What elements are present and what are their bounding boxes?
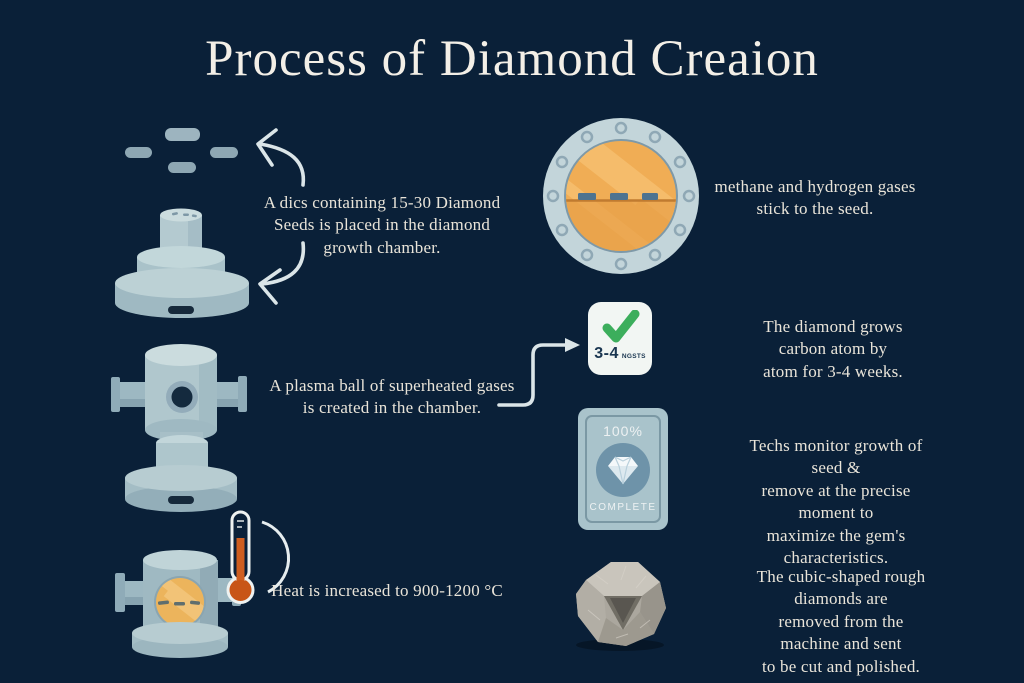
- caption-step7: The cubic-shaped rough diamonds are remo…: [756, 567, 926, 676]
- weeks-check-card: 3-4 NGSTS: [588, 302, 652, 375]
- caption-step1: A dics containing 15-30 Diamond Seeds is…: [263, 193, 501, 257]
- check-card-text: 3-4 NGSTS: [594, 345, 646, 363]
- caption-step2: methane and hydrogen gases stick to the …: [714, 177, 916, 219]
- curved-arrows-icon: [256, 128, 306, 305]
- seed-pill: [165, 128, 200, 141]
- seed-pill: [168, 162, 196, 173]
- progress-gauge: 100% COMPLETE: [578, 408, 668, 530]
- check-card-unit: NGSTS: [621, 353, 646, 360]
- gauge-label: COMPLETE: [589, 502, 657, 513]
- heat-window: [156, 578, 204, 626]
- elbow-arrow-icon: [497, 338, 580, 407]
- caption-step6: Heat is increased to 900-1200 °C: [271, 581, 503, 600]
- page-title: Process of Diamond Creaion: [205, 31, 819, 87]
- gauge-border: [585, 415, 661, 523]
- curved-arrow-down-tail: [260, 241, 306, 286]
- curved-arrow-down-head: [258, 268, 282, 305]
- porthole-bolts: [546, 121, 696, 271]
- rough-diamond-icon: [576, 562, 666, 651]
- caption-step3: A plasma ball of superheated gases is cr…: [269, 376, 515, 418]
- caption-step5: Techs monitor growth of seed & remove at…: [749, 436, 923, 568]
- caption-step4: The diamond grows carbon atom by atom fo…: [763, 317, 903, 381]
- seed-pill: [125, 147, 152, 158]
- thermometer-icon: [226, 510, 291, 604]
- curved-arrow-up-tail: [258, 142, 306, 187]
- diamond-seeds-icon: [118, 120, 248, 180]
- checkmark-icon: [602, 310, 640, 343]
- arc-stroke: [261, 520, 291, 594]
- heat-chamber-icon: [115, 550, 241, 658]
- check-card-value: 3-4: [594, 345, 619, 362]
- diamond-icon: [608, 456, 638, 485]
- plasma-chamber-icon: [111, 344, 247, 512]
- growth-chamber-window-icon: [543, 118, 699, 274]
- gauge-percent: 100%: [603, 423, 643, 439]
- curved-arrow-up-head: [256, 128, 278, 167]
- gauge-circle: [596, 443, 650, 497]
- seed-disc-pedestal-icon: [115, 208, 249, 318]
- seed-pill: [210, 147, 238, 158]
